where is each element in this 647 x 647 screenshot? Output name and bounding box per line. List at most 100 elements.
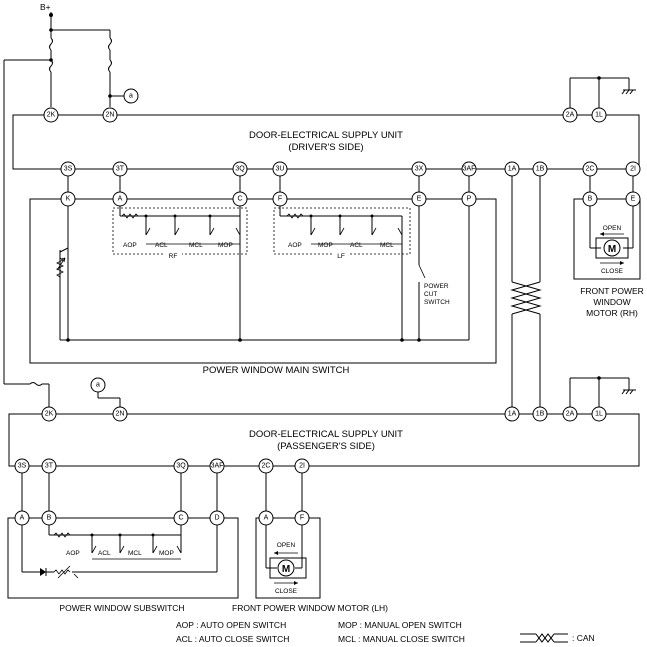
motor-lh-open: OPEN — [277, 542, 296, 549]
rf-acl-label: ACL — [155, 242, 168, 249]
rf-label: RF — [169, 253, 178, 260]
driver-pin-2K: 2K — [43, 107, 59, 123]
svg-text:B: B — [588, 196, 593, 203]
legend-aop: AOP : AUTO OPEN SWITCH — [176, 620, 286, 630]
main-pin-P: P — [461, 191, 477, 207]
subswitch: POWER WINDOW SUBSWITCH A B C D AOP ACL M… — [7, 473, 239, 613]
sub-acl-label: ACL — [98, 550, 111, 557]
svg-text:1B: 1B — [536, 411, 545, 418]
svg-text:SWITCH: SWITCH — [424, 299, 450, 306]
rf-mop-label: MOP — [218, 242, 233, 249]
lf-acl-label: ACL — [350, 242, 363, 249]
pass-pin-2C: 2C — [258, 458, 274, 474]
pass-pin-3AF: 3AF — [209, 458, 225, 474]
can-lines — [510, 176, 542, 407]
can-symbol — [520, 633, 568, 643]
svg-text:3T: 3T — [45, 463, 54, 470]
svg-text:2C: 2C — [586, 166, 595, 173]
passenger-unit-title-2: (PASSENGER'S SIDE) — [277, 441, 375, 452]
motor-rh: B E M OPEN CLOSE FRONT POWER WINDOW MOTO… — [573, 176, 644, 318]
rf-switch-group: AOP ACL MCL MOP RF — [112, 206, 248, 260]
main-switch-title: POWER WINDOW MAIN SWITCH — [203, 365, 350, 376]
pass-pin-3S: 3S — [14, 458, 30, 474]
svg-text:D: D — [214, 515, 219, 522]
pass-pin-2I: 2I — [294, 458, 310, 474]
main-switch: POWER WINDOW MAIN SWITCH K A C F E P — [29, 176, 497, 376]
sub-mcl-label: MCL — [128, 550, 142, 557]
sub-pin-A: A — [14, 510, 30, 526]
lf-aop-label: AOP — [288, 242, 302, 249]
sub-mop-label: MOP — [159, 550, 174, 557]
svg-text:1B: 1B — [536, 166, 545, 173]
motor-lh-pin-F: F — [294, 510, 310, 526]
svg-text:1L: 1L — [595, 411, 603, 418]
svg-text:E: E — [631, 196, 636, 203]
passenger-supply-unit: DOOR-ELECTRICAL SUPPLY UNIT (PASSENGER'S… — [8, 406, 640, 474]
svg-text:3S: 3S — [64, 166, 73, 173]
motor-rh-title-2: WINDOW — [593, 297, 630, 307]
driver-pin-2I: 2I — [625, 161, 641, 177]
driver-pin-3S: 3S — [60, 161, 76, 177]
main-pin-E: E — [411, 191, 427, 207]
pass-pin-3Q: 3Q — [173, 458, 189, 474]
svg-text:A: A — [20, 515, 25, 522]
svg-text:E: E — [417, 196, 422, 203]
svg-text:C: C — [178, 515, 183, 522]
motor-rh-pin-B: B — [582, 191, 598, 207]
driver-pin-3Q: 3Q — [232, 161, 248, 177]
sub-pin-C: C — [173, 510, 189, 526]
driver-pin-1B: 1B — [532, 161, 548, 177]
lf-switch-group: AOP MOP ACL MCL LF — [273, 206, 411, 340]
rf-mcl-label: MCL — [189, 242, 203, 249]
svg-text:2N: 2N — [106, 112, 115, 119]
svg-text:P: P — [467, 196, 472, 203]
driver-pin-1A: 1A — [504, 161, 520, 177]
svg-text:C: C — [237, 196, 242, 203]
svg-text:2A: 2A — [566, 112, 575, 119]
sub-pin-B: B — [41, 510, 57, 526]
motor-lh-close: CLOSE — [275, 588, 298, 595]
driver-pin-2C: 2C — [582, 161, 598, 177]
lf-mop-label: MOP — [318, 242, 333, 249]
subswitch-title: POWER WINDOW SUBSWITCH — [59, 603, 184, 613]
pass-pin-2K: 2K — [41, 406, 57, 422]
motor-rh-pin-E: E — [625, 191, 641, 207]
main-pin-A: A — [112, 191, 128, 207]
driver-pin-2N: 2N — [102, 107, 118, 123]
passenger-unit-title-1: DOOR-ELECTRICAL SUPPLY UNIT — [249, 429, 403, 440]
driver-pin-3AF: 3AF — [461, 161, 477, 177]
svg-text:3S: 3S — [18, 463, 27, 470]
svg-text:2C: 2C — [262, 463, 271, 470]
svg-text:a: a — [96, 382, 100, 389]
motor-rh-open: OPEN — [603, 225, 622, 232]
driver-pin-1L: 1L — [591, 107, 607, 123]
svg-text:2K: 2K — [47, 112, 56, 119]
svg-text:3U: 3U — [276, 166, 285, 173]
legend-can: : CAN — [572, 633, 595, 643]
ground-driver — [569, 76, 636, 108]
sub-pin-D: D — [209, 510, 225, 526]
svg-text:3Q: 3Q — [235, 166, 245, 173]
svg-text:CUT: CUT — [424, 291, 437, 298]
legend: AOP : AUTO OPEN SWITCH ACL : AUTO CLOSE … — [176, 620, 595, 644]
main-pin-C: C — [232, 191, 248, 207]
driver-pin-3T: 3T — [112, 161, 128, 177]
motor-lh: FRONT POWER WINDOW MOTOR (LH) A F M OPEN… — [232, 473, 388, 613]
pass-pin-2A: 2A — [562, 406, 578, 422]
illumination-resistor — [56, 247, 69, 340]
driver-pin-2A: 2A — [562, 107, 578, 123]
svg-text:3AF: 3AF — [211, 463, 224, 470]
fuse-right — [108, 30, 112, 107]
svg-text:A: A — [118, 196, 123, 203]
supply-label: B+ — [40, 2, 51, 12]
motor-rh-title-1: FRONT POWER — [580, 286, 644, 296]
legend-mcl: MCL : MANUAL CLOSE SWITCH — [338, 634, 465, 644]
svg-text:1A: 1A — [508, 411, 517, 418]
main-pin-K: K — [60, 191, 76, 207]
connector-a-bottom: a — [90, 377, 121, 407]
svg-text:1A: 1A — [508, 166, 517, 173]
motor-rh-title-3: MOTOR (RH) — [586, 308, 638, 318]
motor-lh-title: FRONT POWER WINDOW MOTOR (LH) — [232, 603, 388, 613]
svg-text:1L: 1L — [595, 112, 603, 119]
motor-lh-symbol: M — [282, 564, 290, 575]
